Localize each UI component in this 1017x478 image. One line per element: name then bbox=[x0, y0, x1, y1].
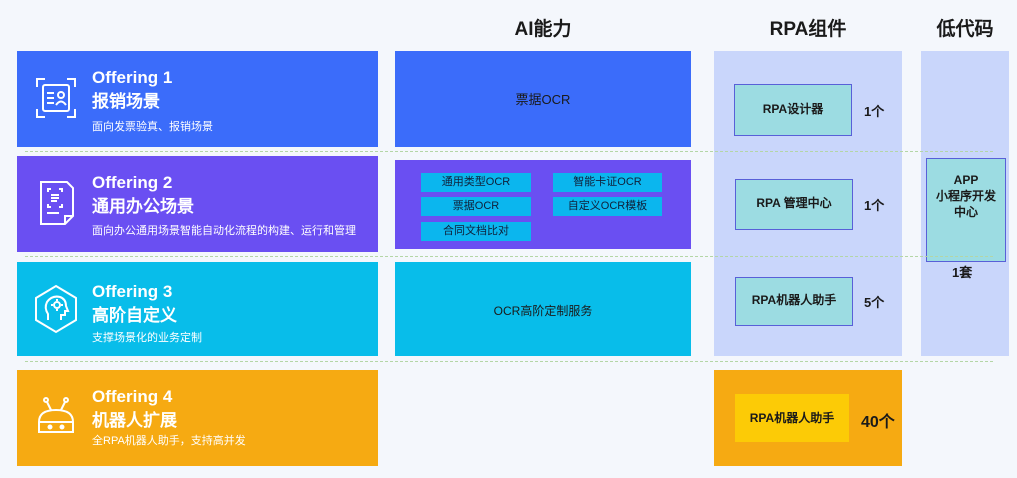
offering-1-desc: 面向发票验真、报销场景 bbox=[92, 121, 213, 133]
offering-4-desc: 全RPA机器人助手，支持高并发 bbox=[92, 435, 246, 447]
row-separator-2 bbox=[25, 256, 993, 257]
offering-3-title: 高阶自定义 bbox=[92, 306, 177, 325]
header-rpa-components: RPA组件 bbox=[769, 19, 847, 40]
offering-1-label: Offering 1 bbox=[92, 68, 173, 87]
lowcode-app-line3: 中心 bbox=[953, 205, 978, 219]
ai-cell-row2: 通用类型OCR 智能卡证OCR 票据OCR 自定义OCR模板 合同文档比对 bbox=[395, 160, 691, 249]
ai-tag-receipt-ocr: 票据OCR bbox=[421, 197, 531, 216]
offering-4-title: 机器人扩展 bbox=[92, 411, 177, 430]
ai-cell-row3: OCR高阶定制服务 bbox=[395, 262, 691, 356]
offering-1-title: 报销场景 bbox=[92, 92, 160, 111]
rpa-designer-count: 1个 bbox=[864, 104, 885, 119]
ai-advanced-ocr-label: OCR高阶定制服务 bbox=[493, 304, 593, 318]
lowcode-app-center-box: APP 小程序开发 中心 bbox=[926, 158, 1006, 262]
ai-tag-general-ocr: 通用类型OCR bbox=[421, 173, 531, 192]
invoice-scan-icon bbox=[33, 73, 79, 123]
ai-tag-contract-compare: 合同文档比对 bbox=[421, 222, 531, 241]
lowcode-app-line1: APP bbox=[953, 173, 979, 187]
ai-tag-custom-ocr-template: 自定义OCR模板 bbox=[553, 197, 662, 216]
document-scan-icon bbox=[33, 178, 79, 228]
lowcode-app-line2: 小程序开发 bbox=[935, 189, 996, 203]
header-ai-capability: AI能力 bbox=[514, 19, 572, 40]
offering-3-desc: 支撑场景化的业务定制 bbox=[92, 332, 202, 344]
row-separator-1 bbox=[25, 151, 993, 152]
header-low-code: 低代码 bbox=[936, 19, 994, 40]
rpa-designer-box: RPA设计器 bbox=[734, 84, 852, 136]
offering-3-card: Offering 3 高阶自定义 支撑场景化的业务定制 bbox=[17, 262, 378, 356]
offering-3-label: Offering 3 bbox=[92, 282, 173, 301]
rpa-robot-assistant-count: 5个 bbox=[864, 295, 885, 310]
offering-2-label: Offering 2 bbox=[92, 173, 173, 192]
rpa-robot-assistant-box-large: RPA机器人助手 bbox=[735, 394, 849, 442]
rpa-robot-assistant-box: RPA机器人助手 bbox=[735, 277, 853, 326]
offering-4-card: Offering 4 机器人扩展 全RPA机器人助手，支持高并发 bbox=[17, 370, 378, 466]
rpa-robot-assistant-count-large: 40个 bbox=[861, 414, 895, 431]
row-separator-3 bbox=[25, 361, 993, 362]
lowcode-count: 1套 bbox=[952, 265, 973, 280]
rpa-management-center-count: 1个 bbox=[864, 198, 885, 213]
offering-4-label: Offering 4 bbox=[92, 387, 173, 406]
ai-tag-card-ocr: 智能卡证OCR bbox=[553, 173, 662, 192]
ai-head-icon bbox=[33, 284, 79, 334]
offering-2-desc: 面向办公通用场景智能自动化流程的构建、运行和管理 bbox=[92, 225, 356, 237]
offering-2-card: Offering 2 通用办公场景 面向办公通用场景智能自动化流程的构建、运行和… bbox=[17, 156, 378, 252]
rpa-management-center-box: RPA 管理中心 bbox=[735, 179, 853, 230]
robot-icon bbox=[33, 392, 79, 442]
ai-cell-row1: 票据OCR bbox=[395, 51, 691, 147]
ai-receipt-ocr-label: 票据OCR bbox=[515, 92, 571, 107]
offering-1-card: Offering 1 报销场景 面向发票验真、报销场景 bbox=[17, 51, 378, 147]
offering-2-title: 通用办公场景 bbox=[92, 197, 194, 216]
